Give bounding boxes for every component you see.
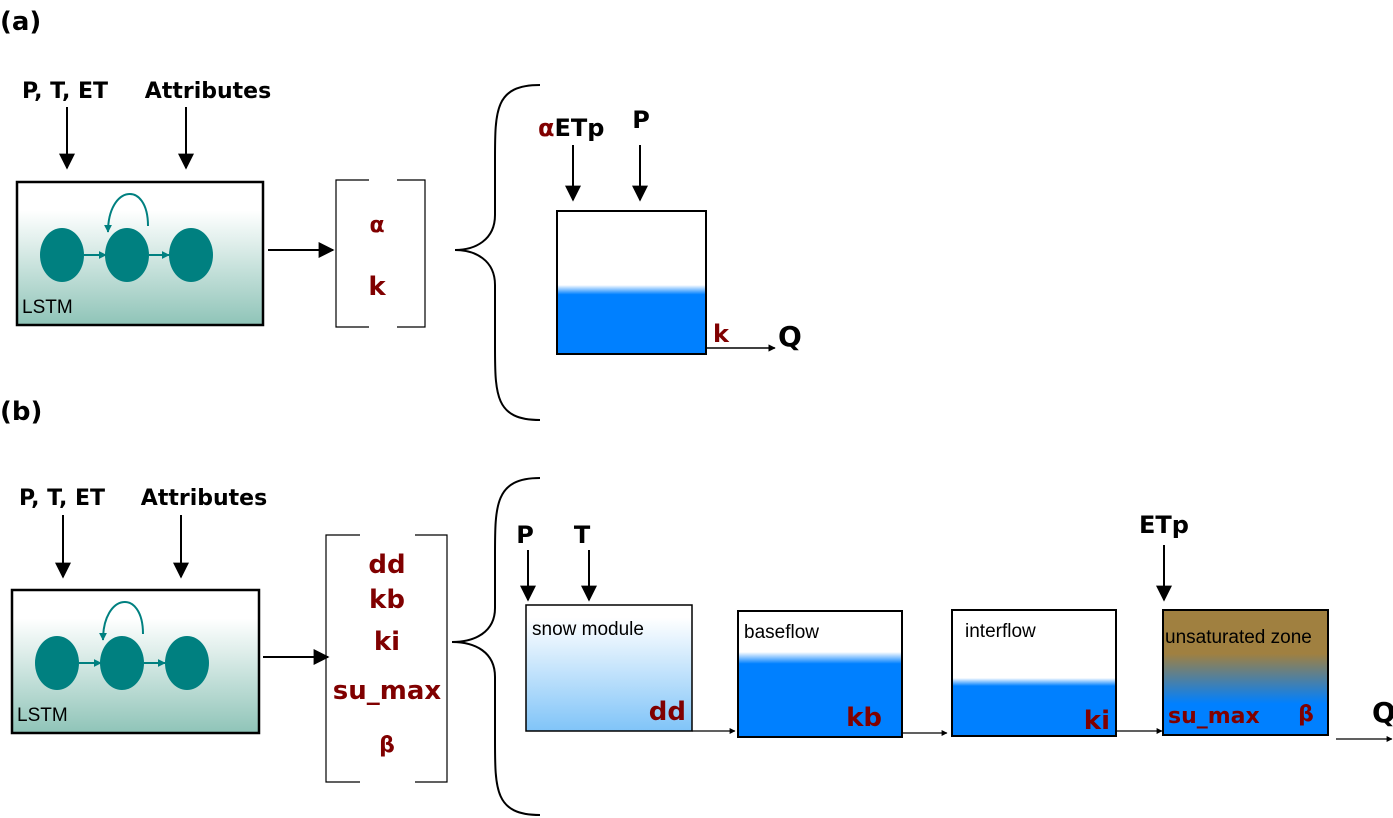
param-kb: kb <box>369 585 405 615</box>
panel-a: (a) P, T, ET Attributes LSTM α k αETp P … <box>0 7 802 421</box>
store-label: interflow <box>965 621 1036 642</box>
store-param: kb <box>846 703 882 733</box>
store-baseflow: baseflow kb <box>737 610 903 738</box>
store-label: baseflow <box>744 622 819 643</box>
store-param: dd <box>649 697 686 727</box>
param-dd: dd <box>368 550 405 580</box>
store-param: ki <box>1084 706 1110 736</box>
store-label: unsaturated zone <box>1165 627 1312 648</box>
param-bracket <box>335 179 426 328</box>
forcing-p-label: P <box>516 521 534 549</box>
param-k: k <box>368 272 386 302</box>
lstm-cell <box>40 228 84 282</box>
panel-b: (b) P, T, ET Attributes LSTM dd kb ki su… <box>0 397 1393 816</box>
curly-brace <box>454 84 541 421</box>
store-param-beta: β <box>1298 702 1314 727</box>
lstm-cell <box>165 636 209 690</box>
param-beta: β <box>379 733 395 758</box>
recurrent-loop <box>104 193 149 233</box>
lstm-cell <box>35 636 79 690</box>
panel-label: (a) <box>0 7 41 37</box>
store-snow-module: snow module dd <box>525 604 693 732</box>
param-su-max: su_max <box>333 676 442 706</box>
inputs-label: P, T, ET <box>19 486 105 511</box>
output-q: Q <box>778 320 802 353</box>
forcing-etp-label: αETp <box>538 114 604 142</box>
param-bracket <box>325 534 448 783</box>
lstm-cell <box>169 228 213 282</box>
store-unsaturated-zone: unsaturated zone su_max β <box>1162 609 1329 736</box>
forcing-t-label: T <box>574 521 591 549</box>
recurrent-loop <box>99 601 144 641</box>
lstm-label: LSTM <box>17 705 68 726</box>
lstm-cell <box>105 228 149 282</box>
attributes-label: Attributes <box>145 79 271 104</box>
inputs-label: P, T, ET <box>22 79 108 104</box>
panel-label: (b) <box>0 397 42 427</box>
store-param: su_max <box>1168 704 1260 729</box>
lstm-box: LSTM <box>15 180 265 327</box>
store-interflow: interflow ki <box>951 609 1117 737</box>
forcing-etp-label: ETp <box>1139 511 1189 539</box>
attributes-label: Attributes <box>141 486 267 511</box>
bucket <box>556 210 707 355</box>
bucket-param-k: k <box>713 320 730 348</box>
lstm-box: LSTM <box>10 588 261 735</box>
param-alpha: α <box>369 213 384 238</box>
lstm-label: LSTM <box>22 297 73 318</box>
store-label: snow module <box>532 619 644 640</box>
curly-brace <box>451 477 541 816</box>
forcing-p-label: P <box>632 106 650 134</box>
lstm-cell <box>100 636 144 690</box>
param-ki: ki <box>374 627 400 657</box>
output-q: Q <box>1372 696 1393 729</box>
